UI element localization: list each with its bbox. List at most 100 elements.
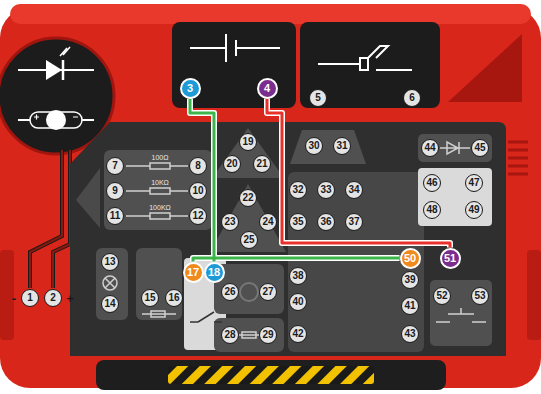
wired-terminal: 51 [440,248,461,269]
resistor-value: 10KΩ [151,179,169,186]
terminal-number: 23 [221,213,239,231]
wired-terminal: 50 [400,248,421,269]
vent-slot [508,157,528,160]
switch-symbol [190,312,222,322]
terminal-number: 36 [317,213,335,231]
terminal-number: 38 [289,267,307,285]
wire-to-terminal [53,150,70,288]
terminal-number: 4 [264,82,270,94]
terminal-number: 7 [106,157,124,175]
trapezoid-panel [290,130,366,164]
terminal-number: 48 [423,201,441,219]
wire-casing [193,258,400,262]
hazard-stripes [168,366,374,384]
motor-symbol [240,283,258,301]
wired-terminal: 3 [180,78,201,99]
circuit-board [70,122,506,356]
white-panel [418,168,492,226]
speaker-symbol [318,46,412,70]
vent-slot [508,165,528,168]
terminal-number: 43 [401,325,419,343]
terminal-number: 24 [259,213,277,231]
terminal-number: 35 [289,213,307,231]
button-symbol [436,308,486,322]
fuse-panel [214,318,284,352]
polarity-sign: - [12,292,16,305]
terminal-number: 21 [253,155,271,173]
terminal-number: 27 [259,283,277,301]
grid-panel [288,172,424,352]
terminal-number: 32 [289,181,307,199]
terminal-number: 18 [208,266,220,278]
panel [172,22,296,108]
terminal-number: 41 [401,297,419,315]
fuse-panel [136,248,182,320]
vent-slot [508,149,528,152]
lamp-symbol-cross [105,278,115,288]
led-rays [60,47,70,56]
terminal-number: 46 [423,174,441,192]
terminal-number: 53 [471,287,489,305]
terminal-number: 12 [189,207,207,225]
terminal-number: 40 [289,293,307,311]
terminal-number: 45 [471,139,489,157]
lamp-symbol [46,110,66,130]
fuse-symbol [142,311,176,317]
battery-symbol [190,34,280,62]
lamp-symbol [103,276,117,290]
resistor-symbol [126,188,188,194]
terminal-number: 44 [421,139,439,157]
terminal-number: 3 [187,82,193,94]
triangle-panel [210,184,286,252]
side-grip-right [527,250,541,340]
terminal-number: 39 [401,271,419,289]
corner-wedge [448,34,522,102]
wire-casing [190,99,214,262]
terminal-number: 29 [259,326,277,344]
terminal-number: 22 [239,189,257,207]
led-bar [62,60,65,80]
terminal-number: 52 [433,287,451,305]
terminal-number: 11 [106,207,124,225]
wire-to-terminal [53,150,70,288]
terminal-number: 10 [189,182,207,200]
corner-panel [76,168,100,228]
polarity-sign: + [66,292,74,305]
resistor-value: 100Ω [152,154,169,161]
terminal-number: 30 [305,137,323,155]
terminal-number: 50 [404,252,416,264]
button-panel [430,280,492,346]
terminal-number: 2 [44,289,62,307]
wired-terminal: 17 [183,262,204,283]
diode-panel [418,134,492,162]
terminal-number: 8 [189,157,207,175]
terminal-number: 34 [345,181,363,199]
wired-terminal: 18 [204,262,225,283]
jumper-wire [193,258,400,262]
fuse-symbol [239,332,259,338]
terminal-number: 16 [165,289,183,307]
terminal-number: 20 [223,155,241,173]
terminal-number: 42 [289,325,307,343]
panel [300,22,440,108]
terminal-number: 33 [317,181,335,199]
terminal-number: 15 [141,289,159,307]
jumper-wire [190,99,214,262]
wire-casing [267,99,450,248]
wire-to-terminal [30,150,62,288]
terminal-number: 26 [221,283,239,301]
terminal-number: 37 [345,213,363,231]
resistor-symbol [126,213,188,219]
vent [508,142,528,174]
battery-panel [172,22,296,108]
terminal-number: 31 [333,137,351,155]
dial-wires [30,150,70,288]
speaker-panel [300,22,440,108]
housing-top [10,4,531,24]
lamp-polarity-marks [34,115,78,120]
resistor-panel [104,150,212,230]
terminal-number: 25 [240,231,258,249]
diode-symbol [440,142,470,154]
resistor-value: 100KΩ [149,204,171,211]
bottom-bar [96,360,446,390]
